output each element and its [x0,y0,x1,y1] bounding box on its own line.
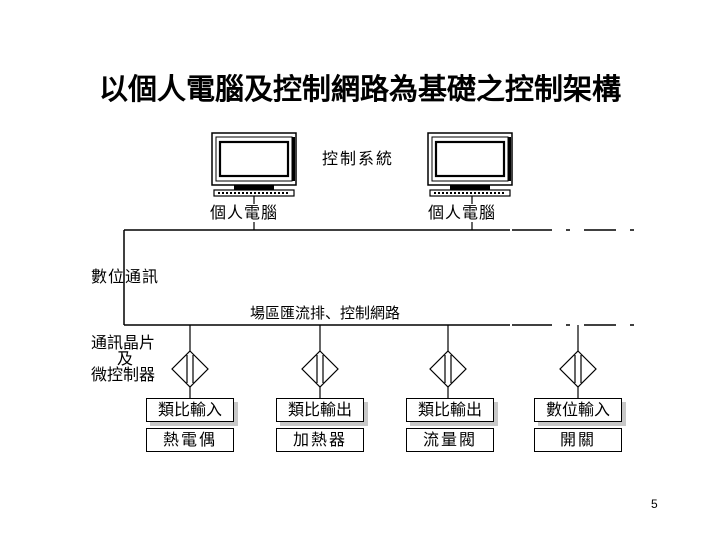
diamond-node-icon [559,350,597,388]
module-box: 數位輸入 [534,398,622,422]
device-box: 熱電偶 [146,428,234,452]
computer-label: 個人電腦 [210,203,279,222]
computer-icon [211,132,297,197]
diamond-node-icon [429,350,467,388]
diamond-node-icon [301,350,339,388]
page-title: 以個人電腦及控制網路為基礎之控制架構 [98,72,621,106]
device-box: 加熱器 [276,428,364,452]
page-number: 5 [651,497,658,511]
module-box: 類比輸入 [146,398,234,422]
computer-icon [427,132,513,197]
computer-label: 個人電腦 [428,203,497,222]
module-box: 類比輸出 [406,398,494,422]
digital-comm-label: 數位通訊 [91,267,160,286]
control-system-label: 控制系統 [322,149,395,168]
module-box: 類比輸出 [276,398,364,422]
network-label: 場區匯流排、控制網路 [250,304,401,322]
chip-label-line3: 微控制器 [91,365,156,384]
chip-label-line1: 通訊晶片 [91,333,156,352]
chip-label-line2: 及 [117,349,134,368]
device-box: 流量閥 [406,428,494,452]
diamond-node-icon [171,350,209,388]
device-box: 開關 [534,428,622,452]
